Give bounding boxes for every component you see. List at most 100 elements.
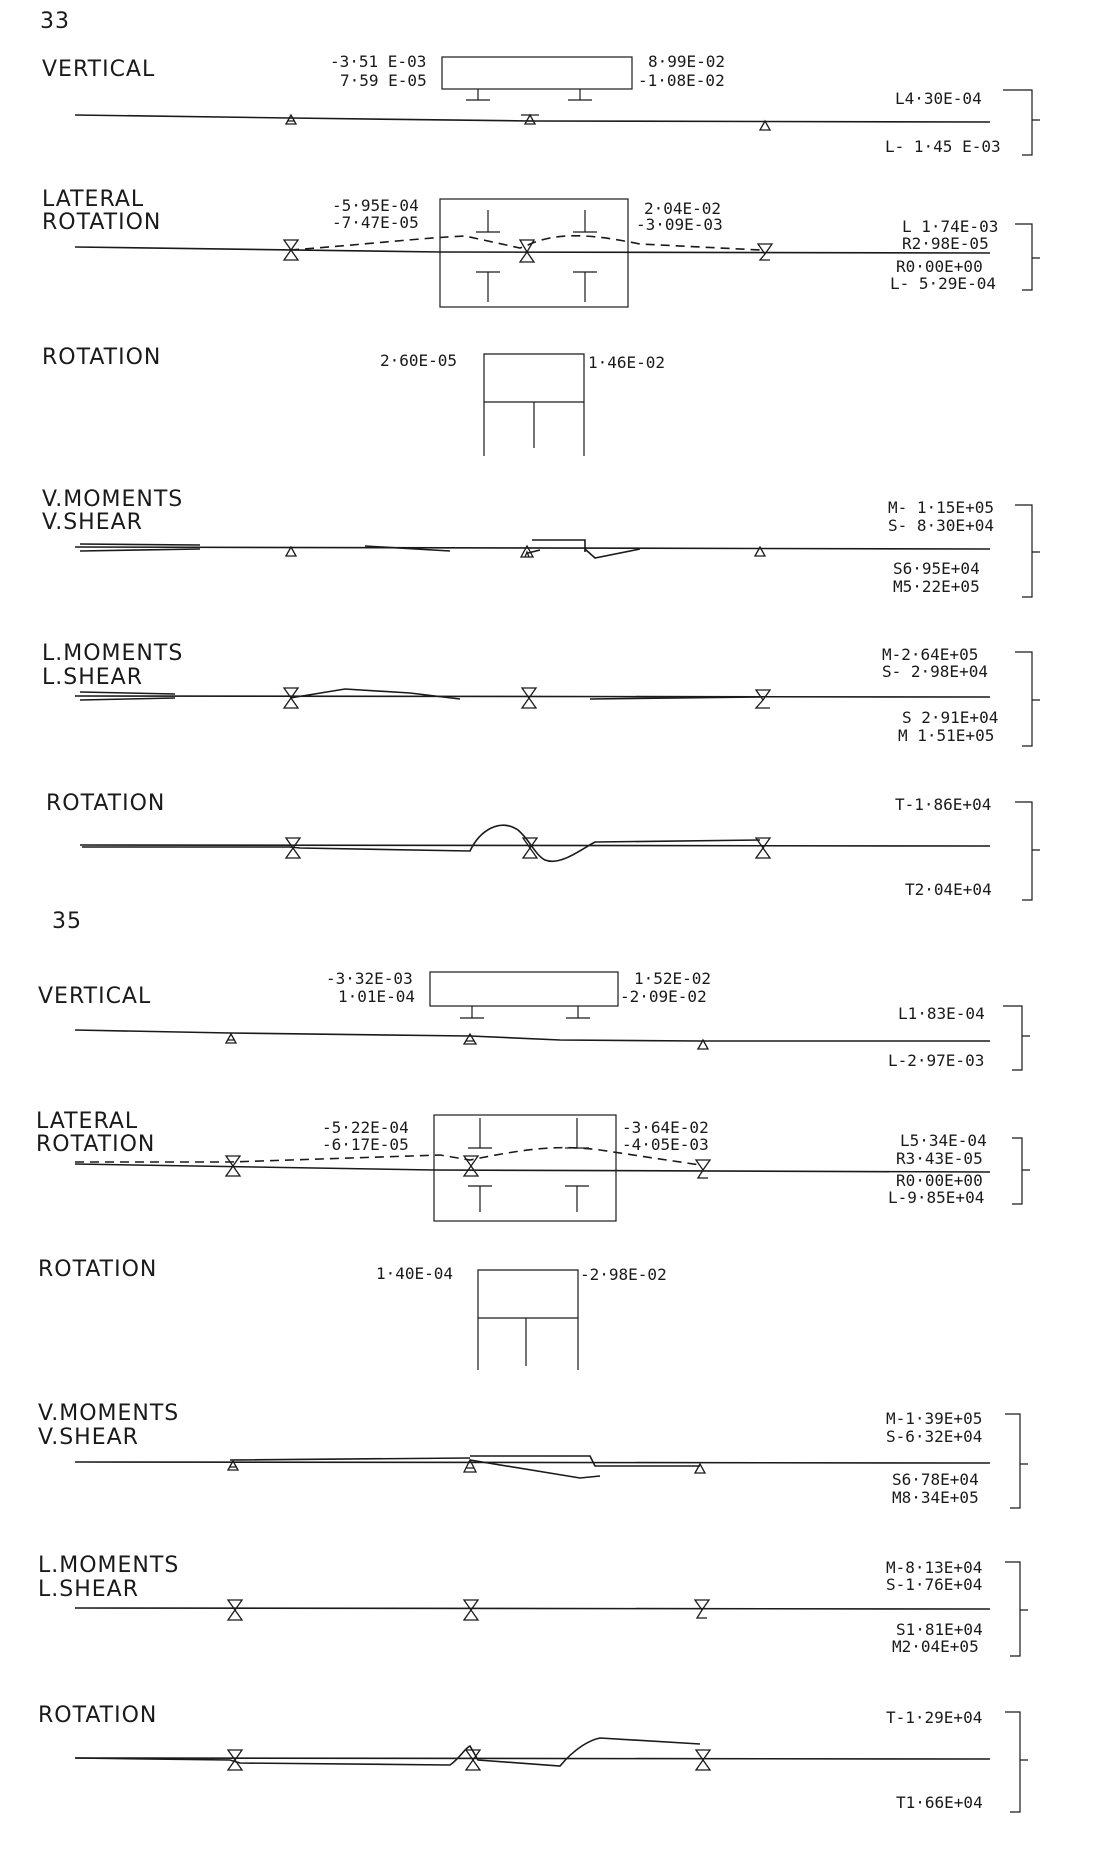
fig33-lateral-v3: R0·00E+00 (896, 257, 983, 276)
fig35-lateral-right-top: -3·64E-02 (622, 1118, 709, 1137)
fig33-lateral-right-top: 2·04E-02 (644, 199, 721, 218)
fig33-vertical-max: L4·30E-04 (895, 89, 982, 108)
fig35-vertical-left-bot: 1·01E-04 (338, 987, 415, 1006)
fig33-rotation2-supports (284, 837, 772, 859)
fig33-vertical-tower-box (441, 56, 633, 101)
fig33-rotation-left: 2·60E-05 (380, 351, 457, 370)
fig35-lateral-right-bot: -4·05E-03 (622, 1135, 709, 1154)
fig33-lateral-deflected-shape (289, 234, 761, 251)
fig33-lmoments-label-1: L.MOMENTS (42, 641, 183, 666)
fig35-lmoments-baseline (74, 1607, 991, 1610)
fig33-rotation2-range-bracket (1015, 801, 1040, 901)
fig33-vertical-label: VERTICAL (42, 57, 155, 82)
fig33-lateral-left-bot: -7·47E-05 (332, 213, 419, 232)
fig35-lmoments-v4: M2·04E+05 (892, 1637, 979, 1656)
fig35-rotation-right: -2·98E-02 (580, 1265, 667, 1284)
fig35-vertical-max: L1·83E-04 (898, 1004, 985, 1023)
fig35-lmoments-supports (226, 1599, 711, 1621)
fig33-lateral-v1: L 1·74E-03 (902, 217, 998, 236)
fig35-rotation2-diagram (74, 1737, 701, 1767)
page-number-33: 33 (40, 9, 70, 34)
fig35-lmoments-label-2: L.SHEAR (38, 1577, 139, 1602)
fig35-rotation2-label: ROTATION (38, 1703, 157, 1728)
fig33-rotation-right: 1·46E-02 (588, 353, 665, 372)
fig35-lateral-v4: L-9·85E+04 (888, 1188, 984, 1207)
fig33-lmoments-v4: M 1·51E+05 (898, 726, 994, 745)
fig33-vertical-deflection-line (74, 114, 991, 123)
fig33-lateral-label-2: ROTATION (42, 210, 161, 235)
fig33-lmoments-v1: M-2·64E+05 (882, 645, 978, 664)
fig33-lmoments-v3: S 2·91E+04 (902, 708, 998, 727)
fig33-vertical-left-top: -3·51 E-03 (330, 52, 426, 71)
fig35-lmoments-range-bracket (1005, 1561, 1028, 1657)
fig35-vmoments-label-2: V.SHEAR (38, 1425, 139, 1450)
fig35-lateral-v3: R0·00E+00 (896, 1171, 983, 1190)
fig35-lateral-left-bot: -6·17E-05 (322, 1135, 409, 1154)
fig33-vmoments-baseline (74, 546, 991, 550)
fig33-vertical-left-bot: 7·59 E-05 (340, 71, 427, 90)
fig33-vertical-right-top: 8·99E-02 (648, 52, 725, 71)
fig35-rotation-left: 1·40E-04 (376, 1264, 453, 1283)
fig33-vmoments-v3: S6·95E+04 (893, 559, 980, 578)
fig33-rotation2-label: ROTATION (46, 791, 165, 816)
fig33-lateral-v2: R2·98E-05 (902, 234, 989, 253)
fig33-vertical-supports (284, 113, 772, 131)
fig35-vertical-min: L-2·97E-03 (888, 1051, 984, 1070)
fig33-rotation2-baseline (79, 844, 991, 847)
fig35-vmoments-diagram (229, 1455, 700, 1479)
fig33-lmoments-baseline (74, 695, 991, 698)
page-number-35: 35 (52, 909, 82, 934)
fig33-vertical-min: L- 1·45 E-03 (885, 137, 1001, 156)
fig33-lateral-v4: L- 5·29E-04 (890, 274, 996, 293)
fig33-rotation2-max: T-1·86E+04 (895, 795, 991, 814)
fig35-vertical-tower-box (429, 971, 619, 1019)
fig35-lateral-baseline (74, 1163, 991, 1173)
fig33-vmoments-range-bracket (1015, 504, 1040, 598)
fig35-lateral-range-bracket (1012, 1137, 1030, 1205)
fig33-rotation2-min: T2·04E+04 (905, 880, 992, 899)
fig33-lmoments-supports (282, 687, 772, 709)
fig35-lateral-deflected-shape (75, 1146, 701, 1166)
fig33-vmoments-v4: M5·22E+05 (893, 577, 980, 596)
fig35-rotation-tower (477, 1269, 579, 1370)
fig35-rotation-label: ROTATION (38, 1257, 157, 1282)
fig35-vertical-label: VERTICAL (38, 984, 151, 1009)
fig35-vmoments-baseline (74, 1461, 991, 1464)
fig35-vmoments-label-1: V.MOMENTS (38, 1401, 179, 1426)
fig35-vmoments-v1: M-1·39E+05 (886, 1409, 982, 1428)
fig35-rotation2-supports (226, 1749, 712, 1771)
fig35-vertical-right-bot: -2·09E-02 (620, 987, 707, 1006)
fig35-vertical-deflection-line (74, 1029, 990, 1042)
fig33-rotation-label: ROTATION (42, 345, 161, 370)
fig33-vertical-right-bot: -1·08E-02 (638, 71, 725, 90)
fig33-vmoments-v1: M- 1·15E+05 (888, 498, 994, 517)
fig35-lateral-v1: L5·34E-04 (900, 1131, 987, 1150)
fig35-vertical-left-top: -3·32E-03 (326, 969, 413, 988)
fig35-vertical-right-top: 1·52E-02 (634, 969, 711, 988)
fig33-vmoments-v2: S- 8·30E+04 (888, 516, 994, 535)
fig35-vertical-supports (224, 1032, 710, 1050)
fig33-rotation2-diagram (82, 824, 761, 863)
fig35-rotation2-range-bracket (1005, 1711, 1028, 1813)
fig33-lmoments-v2: S- 2·98E+04 (882, 662, 988, 681)
fig35-vmoments-supports (226, 1458, 707, 1474)
fig33-lateral-supports (282, 239, 774, 263)
fig35-lmoments-v3: S1·81E+04 (896, 1620, 983, 1639)
fig33-vmoments-supports (284, 544, 767, 558)
fig35-vertical-range-bracket (1003, 1005, 1030, 1071)
fig33-lateral-label-1: LATERAL (42, 187, 144, 212)
fig35-lateral-v2: R3·43E-05 (896, 1149, 983, 1168)
fig35-rotation2-max: T-1·29E+04 (886, 1708, 982, 1727)
fig35-lmoments-label-1: L.MOMENTS (38, 1553, 179, 1578)
fig33-lateral-left-top: -5·95E-04 (332, 196, 419, 215)
fig35-lateral-tower-box (433, 1114, 617, 1222)
fig35-lmoments-v1: M-8·13E+04 (886, 1558, 982, 1577)
fig33-lmoments-range-bracket (1015, 651, 1040, 747)
fig33-vmoments-label-2: V.SHEAR (42, 510, 143, 535)
fig35-rotation2-min: T1·66E+04 (896, 1793, 983, 1812)
fig33-rotation-tower (483, 353, 585, 456)
fig35-vmoments-range-bracket (1005, 1413, 1028, 1509)
fig33-lateral-right-bot: -3·09E-03 (636, 215, 723, 234)
fig35-lateral-label-1: LATERAL (36, 1109, 138, 1134)
